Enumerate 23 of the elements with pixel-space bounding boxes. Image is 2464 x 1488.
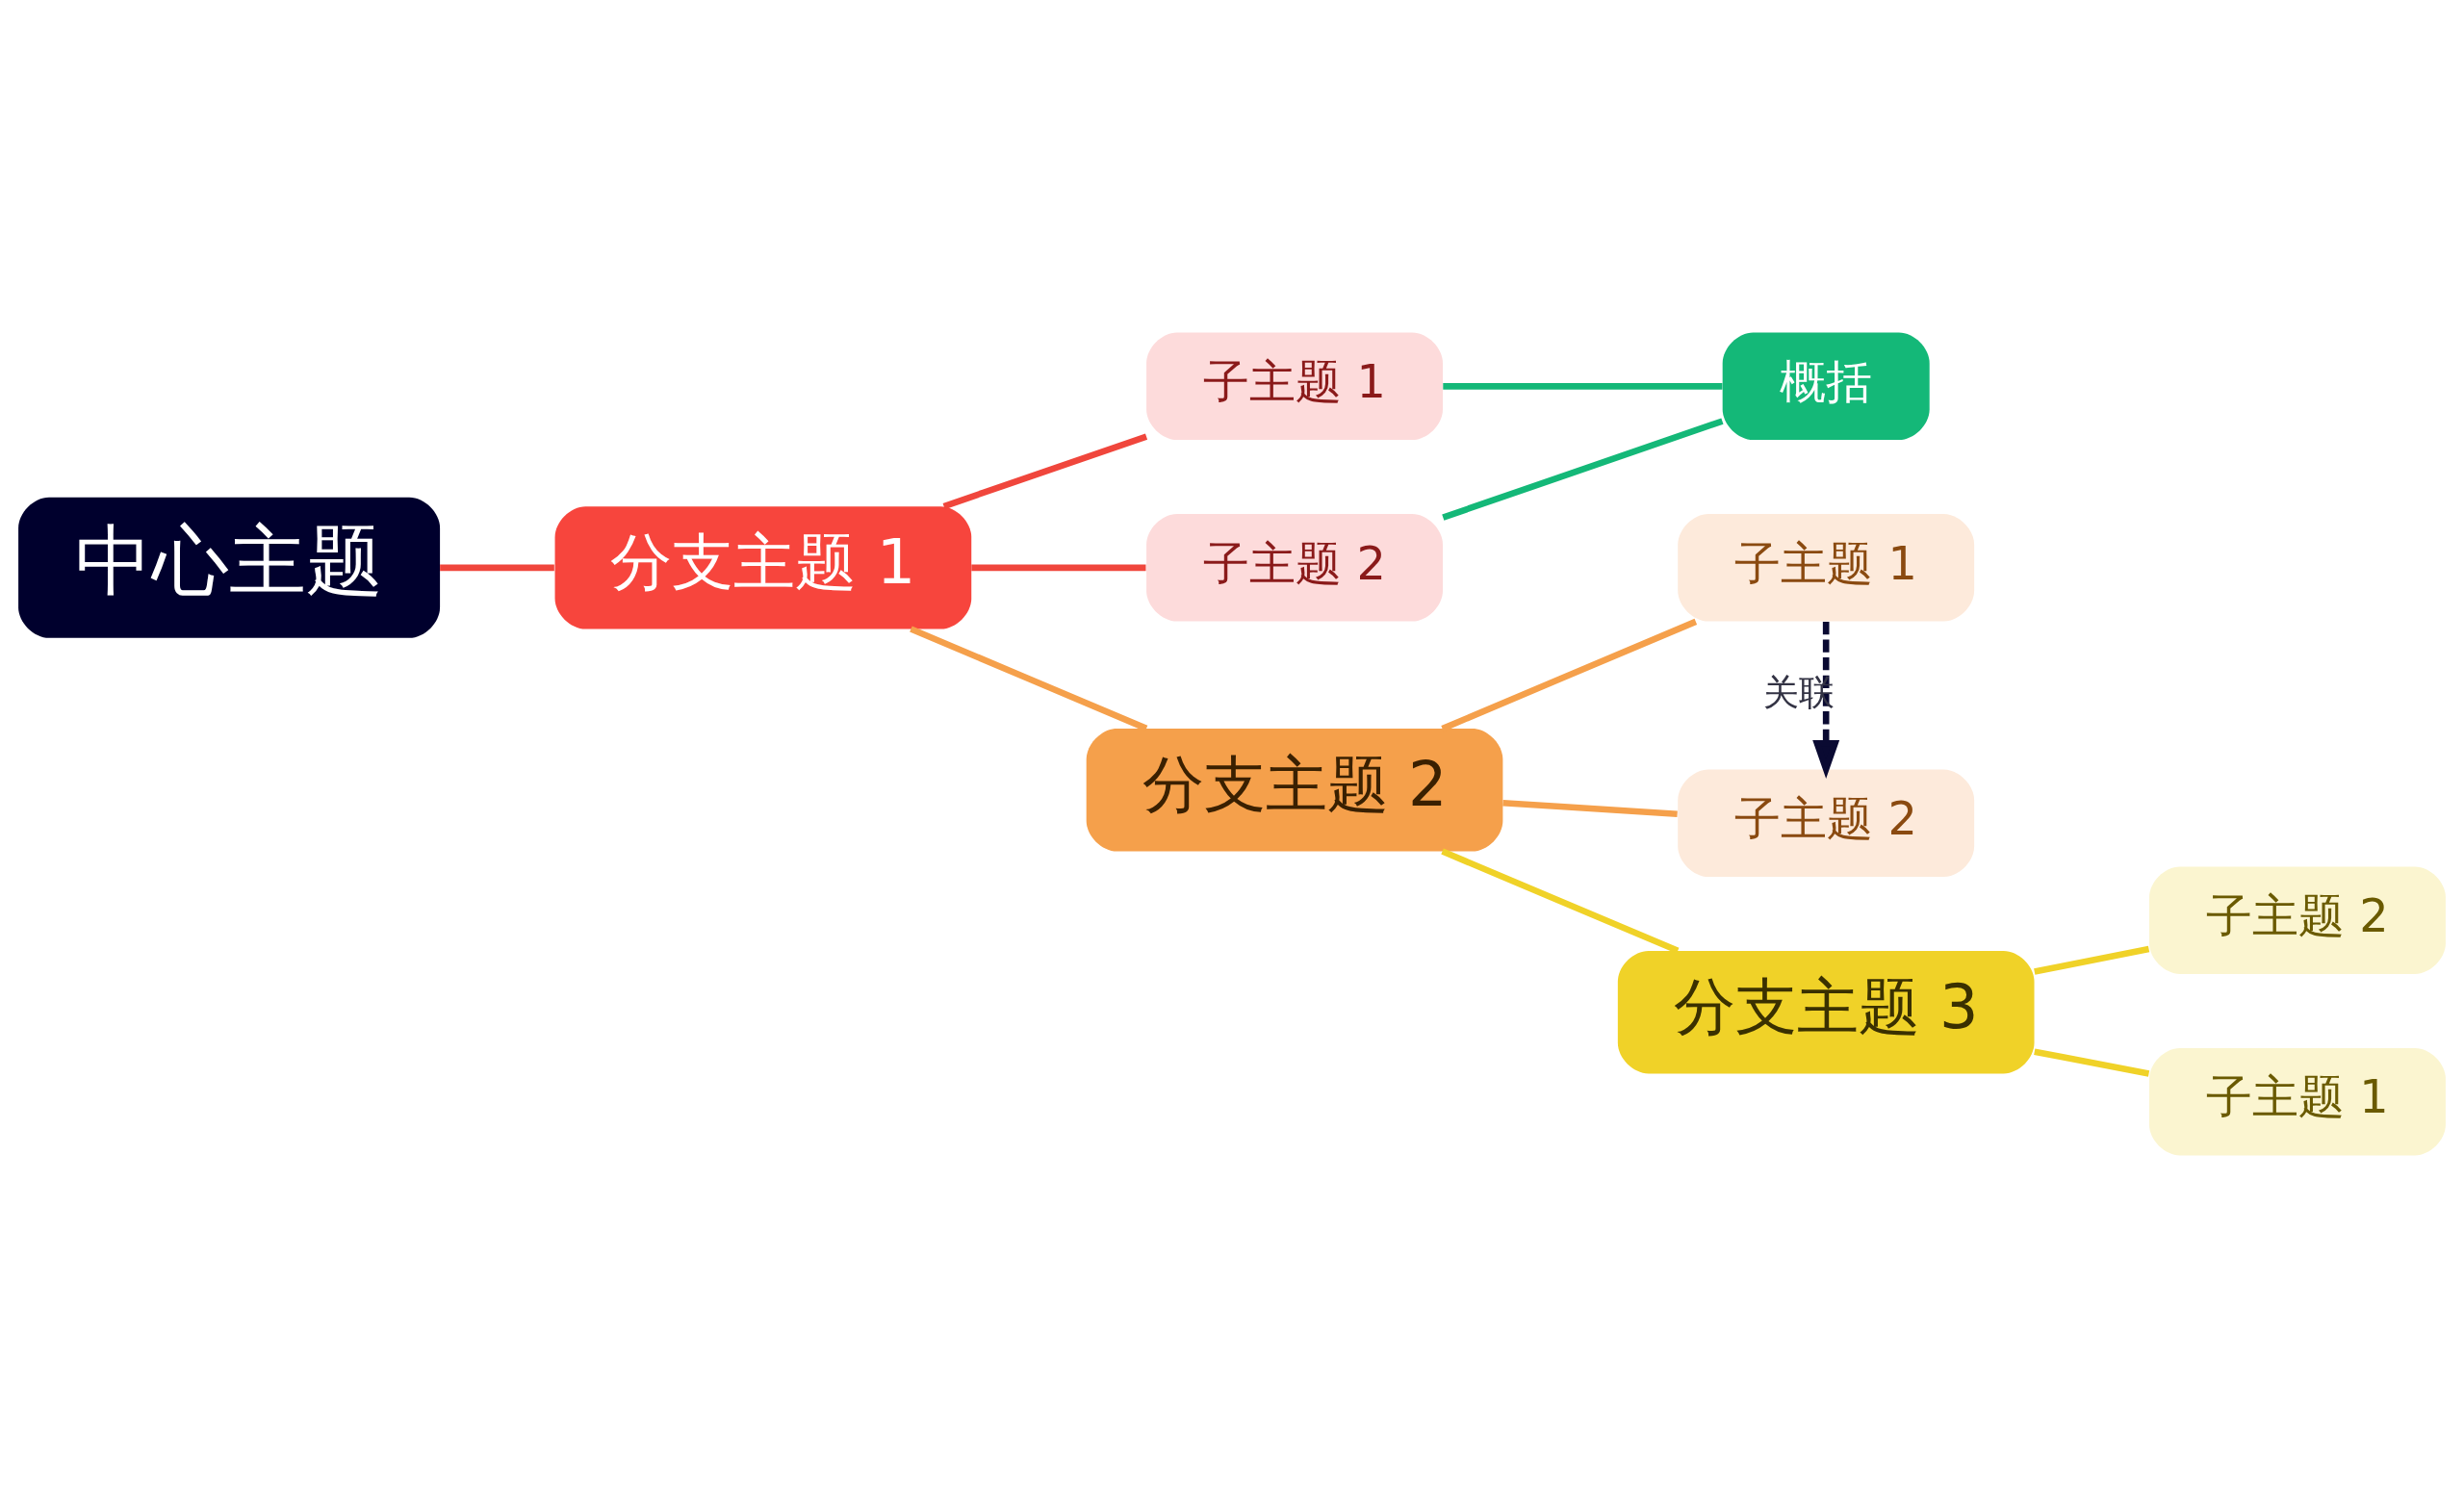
node-box: 子主题 2 (1678, 769, 1975, 878)
node-box: 子主题 2 (1146, 514, 1443, 622)
connector (440, 564, 554, 572)
node-box: 子主题 1 (1678, 514, 1975, 622)
connector (2034, 1048, 2150, 1077)
connector (942, 433, 1148, 510)
connector (1441, 848, 1680, 954)
node-box: 分支主题 2 (1086, 729, 1503, 852)
edge-label: 关联 (1763, 672, 1835, 714)
node-box: 概括 (1722, 332, 1930, 441)
arrow (1812, 622, 1840, 780)
node-box: 分支主题 3 (1617, 951, 2035, 1074)
connector (1443, 383, 1723, 390)
connector (2034, 945, 2150, 975)
node-box: 子主题 1 (1146, 332, 1443, 441)
connector (1502, 799, 1678, 818)
node-box: 中心主题 (18, 497, 441, 638)
connector (1442, 418, 1724, 521)
node-box: 分支主题 1 (554, 506, 972, 629)
node-box: 子主题 2 (2149, 866, 2446, 974)
connector (910, 626, 1148, 731)
connector (971, 564, 1146, 572)
node-box: 子主题 1 (2149, 1047, 2446, 1156)
